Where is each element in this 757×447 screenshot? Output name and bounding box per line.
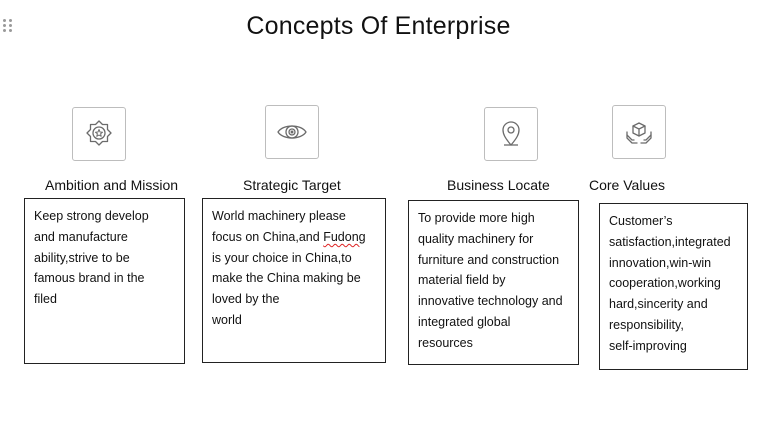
card-line: responsibility, (609, 317, 684, 332)
column-heading: Business Locate (447, 177, 550, 193)
card-line: satisfaction,integrated (609, 234, 731, 249)
text-card: World machinery please focus on China,an… (202, 198, 386, 363)
location-pin-icon (484, 107, 538, 161)
text-card: To provide more high quality machinery f… (408, 200, 579, 365)
drag-handle-icon[interactable] (3, 19, 13, 35)
card-line: ability,strive to be (34, 250, 130, 265)
hands-cube-icon (612, 105, 666, 159)
card-line: World machinery please (212, 209, 346, 223)
text-card: Customer’s satisfaction,integrated innov… (599, 203, 748, 370)
spellcheck-flagged-word[interactable]: Fudong (323, 229, 366, 244)
card-line: innovation,win-win (609, 255, 712, 270)
card-line: innovative technology and (418, 294, 563, 309)
card-line: material field by (418, 273, 506, 288)
target-eye-icon (265, 105, 319, 159)
column-heading: Core Values (589, 177, 666, 193)
card-line: and manufacture (34, 229, 128, 244)
column-heading: Ambition and Mission (45, 177, 179, 193)
medal-badge-icon (72, 107, 126, 161)
column-heading: Strategic Target (243, 177, 341, 193)
card-line: famous brand in the (34, 271, 145, 286)
card-line: self-improving (609, 338, 687, 353)
card-line: quality machinery for (418, 231, 534, 246)
card-line: hard,sincerity and (609, 297, 708, 312)
card-line: world (212, 312, 242, 327)
card-line: To provide more high (418, 211, 535, 225)
card-line: Customer’s (609, 214, 673, 228)
card-line: furniture and construction (418, 252, 560, 267)
card-line: Keep strong develop (34, 209, 149, 223)
card-line: integrated global (418, 314, 511, 329)
page-title: Concepts Of Enterprise (246, 12, 511, 40)
card-line: focus on China,and Fudong (212, 227, 377, 248)
card-line: make the China making be (212, 271, 361, 286)
text-card: Keep strong develop and manufacture abil… (24, 198, 185, 364)
card-line: cooperation,working (609, 276, 721, 291)
card-line: loved by the (212, 292, 280, 307)
card-line: is your choice in China,to (212, 250, 352, 265)
card-line-text: focus on China,and (212, 229, 324, 244)
card-line: resources (418, 335, 473, 350)
card-line: filed (34, 292, 57, 307)
